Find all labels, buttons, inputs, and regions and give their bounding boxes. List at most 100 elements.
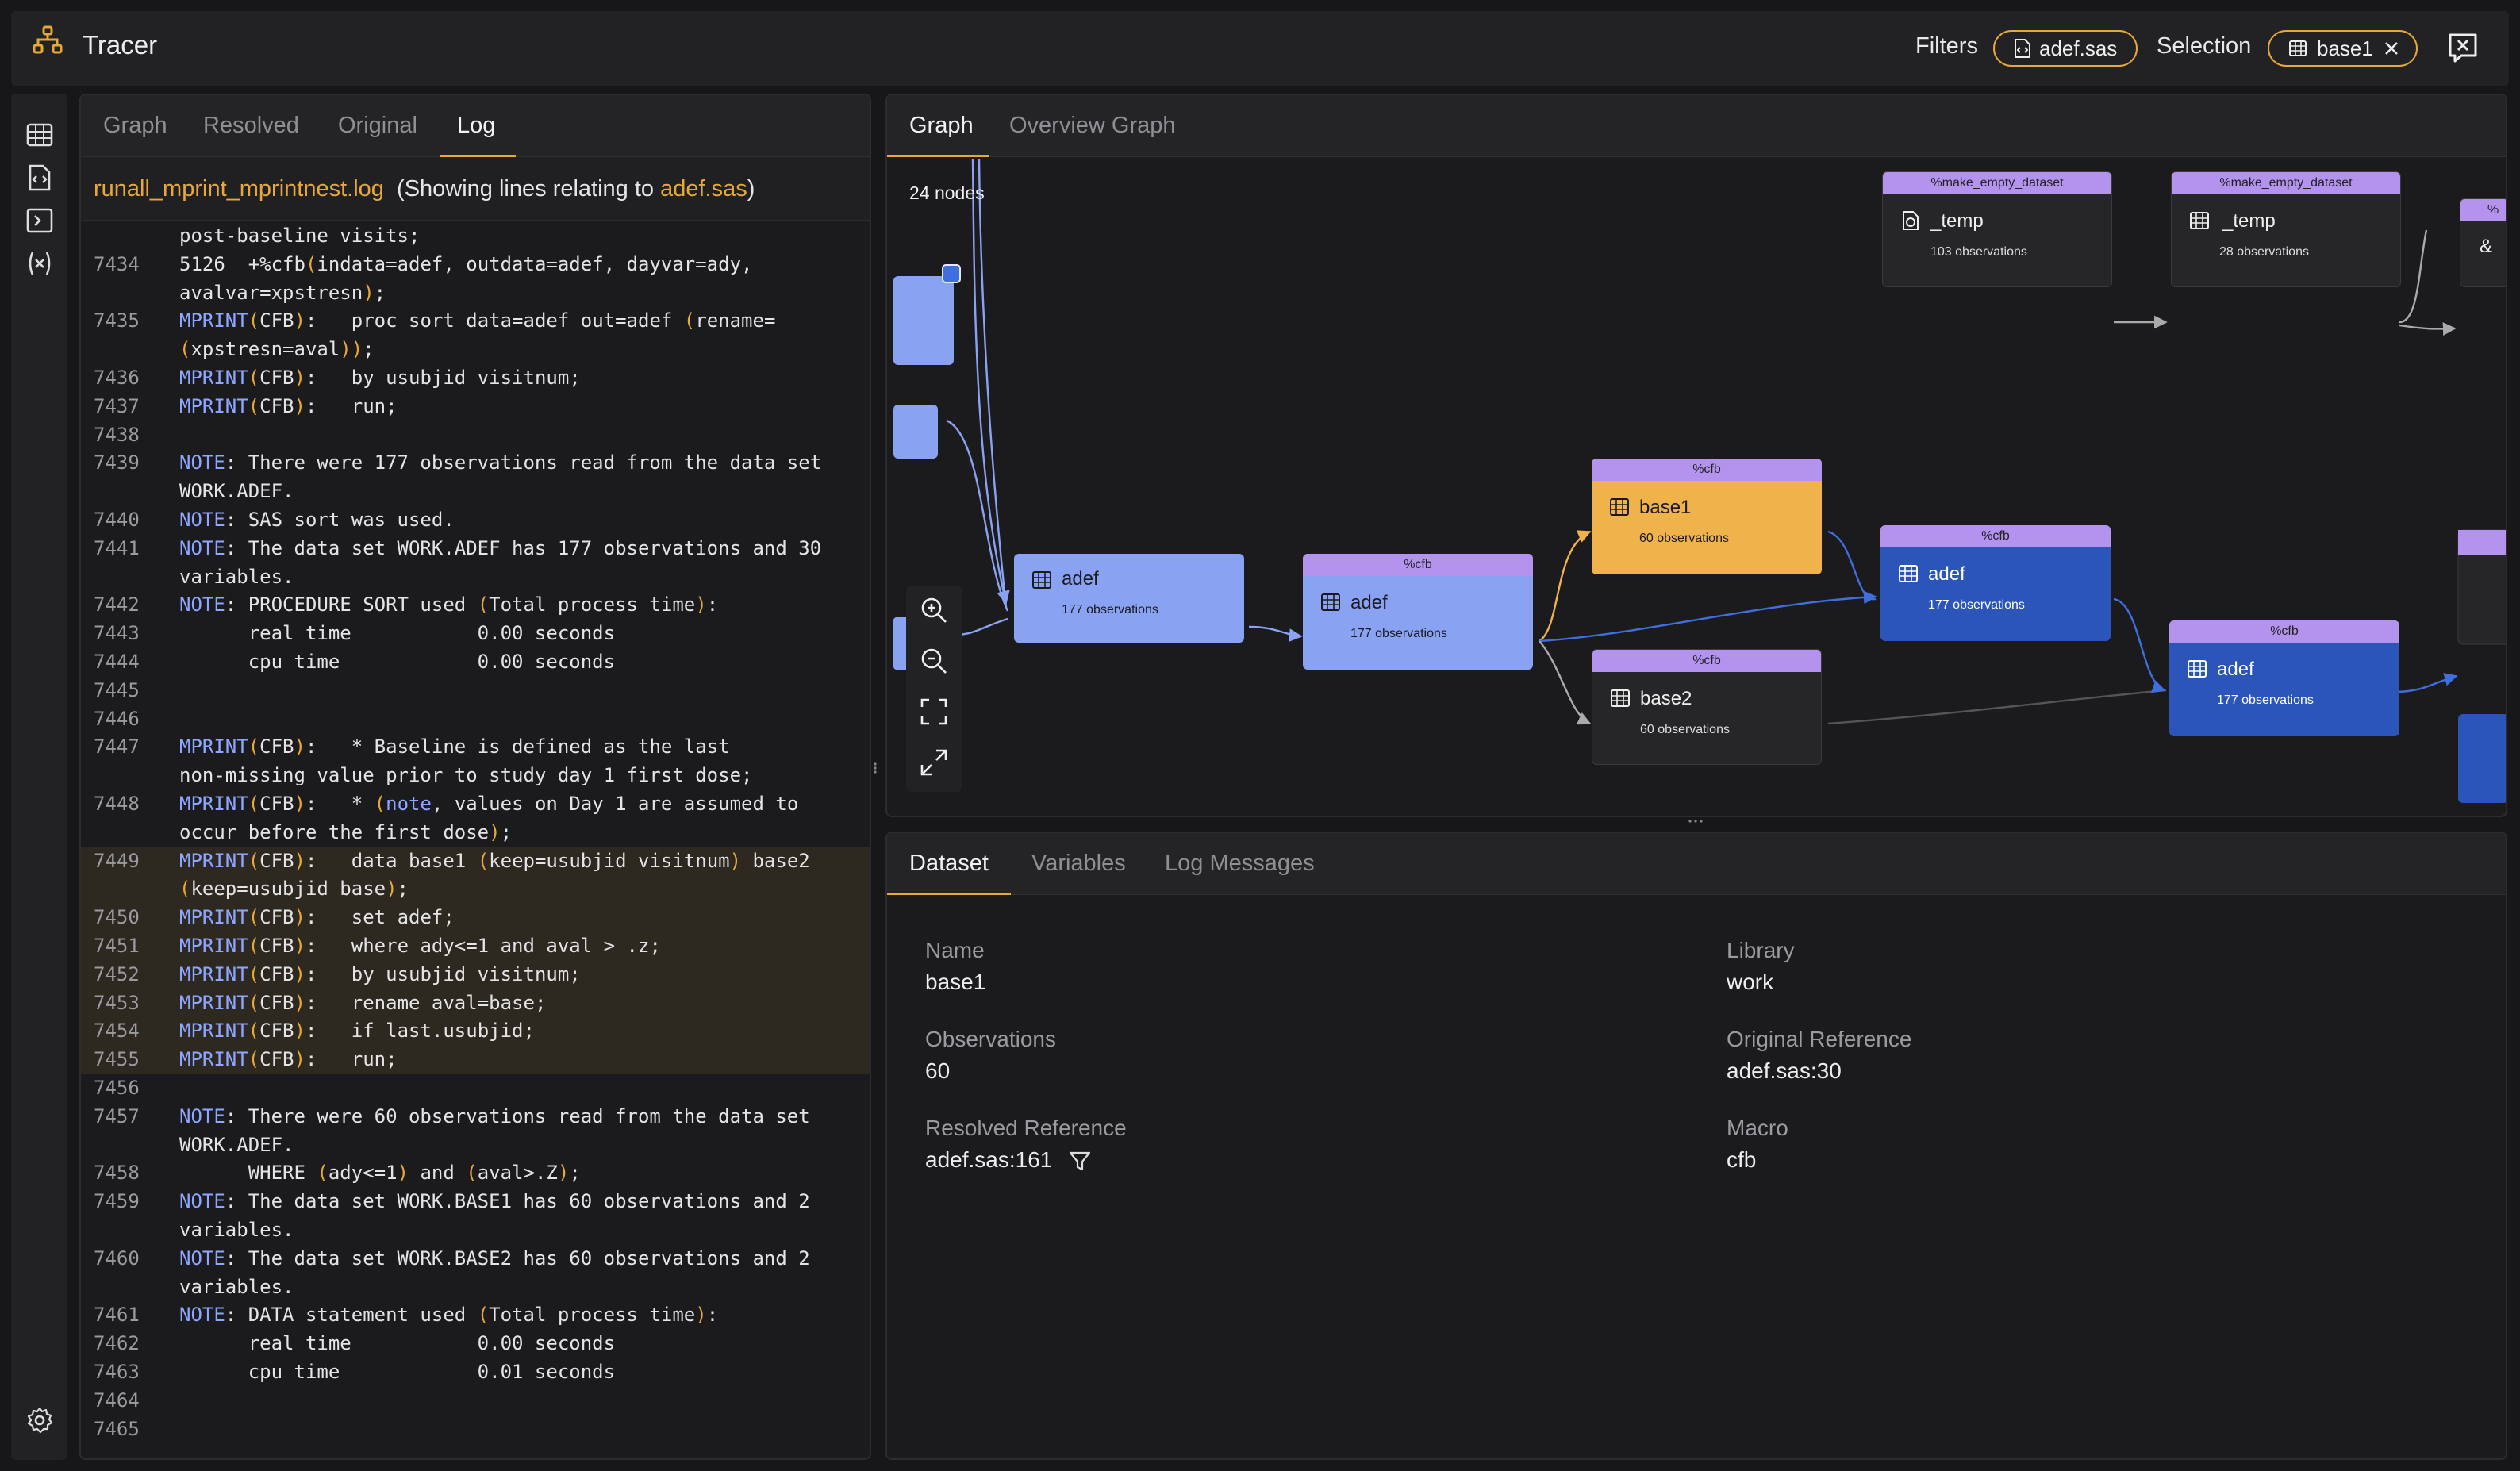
panel-splitter[interactable]: [873, 762, 878, 774]
expand-icon[interactable]: [919, 747, 949, 778]
log-line-number: 7453: [94, 991, 140, 1014]
tab-overview-graph[interactable]: Overview Graph: [1009, 113, 1176, 138]
log-line-number: 7436: [94, 367, 140, 389]
log-line: 7458 WHERE (ady<=1) and (aval>.Z);: [81, 1159, 866, 1188]
active-tab-indicator: [887, 893, 1011, 895]
node-name: &: [2480, 236, 2493, 257]
log-line-text: post-baseline visits;: [179, 225, 421, 247]
top-bar: [11, 11, 2509, 86]
graph-node-partial[interactable]: [2458, 714, 2507, 803]
field-value-library: work: [1727, 970, 1774, 994]
fit-view-icon[interactable]: [919, 697, 949, 727]
graph-canvas[interactable]: [887, 159, 2507, 817]
log-line-number: 7443: [94, 622, 140, 645]
node-name: adef: [1350, 592, 1388, 613]
edge: [2399, 322, 2457, 336]
graph-node-adef-source[interactable]: adef 177 observations: [1014, 554, 1244, 643]
log-line-number: 7450: [94, 906, 140, 929]
graph-node-checkbox[interactable]: [942, 264, 961, 283]
log-line-text: NOTE: There were 177 observations read f…: [179, 451, 822, 474]
close-panel-icon[interactable]: [2445, 30, 2480, 65]
node-macro-label: %: [2460, 199, 2506, 221]
graph-node-partial[interactable]: [893, 276, 954, 365]
tab-original[interactable]: Original: [338, 113, 417, 138]
node-observations: 28 observations: [2219, 245, 2309, 259]
field-value-original-reference[interactable]: adef.sas:30: [1727, 1058, 1842, 1083]
tab-log-messages[interactable]: Log Messages: [1165, 851, 1315, 876]
variable-icon[interactable]: [25, 249, 54, 278]
log-line-text: variables.: [179, 1275, 294, 1298]
log-line-text: NOTE: The data set WORK.BASE1 has 60 obs…: [179, 1190, 810, 1213]
selection-chip[interactable]: base1: [2268, 30, 2418, 67]
log-line-number: 7457: [94, 1104, 140, 1127]
tab-resolved[interactable]: Resolved: [203, 113, 299, 138]
node-name: base2: [1640, 688, 1692, 709]
filter-chip[interactable]: adef.sas: [1993, 30, 2138, 67]
gear-icon[interactable]: [25, 1406, 54, 1435]
field-label-observations: Observations: [925, 1027, 1056, 1051]
log-file-link[interactable]: runall_mprint_mprintnest.log: [94, 176, 384, 202]
log-line-number: 7438: [94, 423, 140, 446]
zoom-in-icon[interactable]: [919, 595, 949, 625]
log-highlight-band: [81, 847, 870, 1074]
node-macro-label: %make_empty_dataset: [1883, 172, 2111, 194]
log-line-number: 7446: [94, 707, 140, 730]
filter-icon[interactable]: [1068, 1150, 1092, 1173]
details-panel: Dataset Variables Log Messages Name base…: [885, 832, 2507, 1460]
node-observations: 103 observations: [1930, 245, 2027, 259]
field-label-original-reference: Original Reference: [1727, 1027, 1912, 1051]
terminal-icon[interactable]: [25, 206, 54, 235]
log-line-number: 7435: [94, 309, 140, 332]
tab-log[interactable]: Log: [457, 113, 496, 138]
log-line-text: (xpstresn=aval));: [179, 338, 375, 361]
log-line: 7446: [81, 705, 866, 734]
zoom-out-icon[interactable]: [919, 646, 949, 676]
tab-dataset[interactable]: Dataset: [909, 851, 989, 876]
clear-selection-icon[interactable]: [2383, 40, 2400, 57]
log-line-text: (keep=usubjid base);: [179, 878, 409, 901]
node-observations: 177 observations: [1062, 603, 1158, 616]
tab-graph[interactable]: Graph: [909, 113, 974, 138]
graph-node-base2[interactable]: %cfb base2 60 observations: [1592, 649, 1822, 765]
graph-node-temp-28[interactable]: %make_empty_dataset _temp 28 observation…: [2171, 171, 2401, 287]
log-line: variables.: [81, 1216, 866, 1245]
filters-label: Filters: [1915, 33, 1978, 59]
tab-graph[interactable]: Graph: [103, 113, 167, 138]
graph-node-adef-cfb-1[interactable]: %cfb adef 177 observations: [1303, 554, 1533, 670]
log-line-number: 7442: [94, 593, 140, 616]
graph-node-partial-right[interactable]: % &: [2460, 198, 2506, 287]
field-label-resolved-reference: Resolved Reference: [925, 1116, 1127, 1140]
graph-node-adef-cfb-2[interactable]: %cfb adef 177 observations: [1880, 525, 2111, 641]
table-icon[interactable]: [25, 121, 54, 149]
app-title: Tracer: [83, 30, 158, 60]
graph-node-adef-cfb-3[interactable]: %cfb adef 177 observations: [2169, 620, 2399, 736]
resolved-reference-link[interactable]: adef.sas:161: [925, 1147, 1053, 1172]
tab-variables[interactable]: Variables: [1031, 851, 1126, 876]
graph-node-temp-103[interactable]: %make_empty_dataset _temp 103 observatio…: [1882, 171, 2112, 287]
node-name: base1: [1639, 497, 1692, 518]
log-line-number: 7448: [94, 793, 140, 815]
log-line-number: 7461: [94, 1304, 140, 1327]
graph-node-partial[interactable]: [893, 405, 938, 459]
log-line-number: 7451: [94, 935, 140, 957]
log-line: 7465: [81, 1415, 866, 1444]
log-line-text: MPRINT(CFB): * Baseline is defined as th…: [179, 736, 730, 759]
code-file-icon[interactable]: [25, 163, 54, 192]
log-filter-file[interactable]: adef.sas: [660, 176, 747, 202]
log-header: runall_mprint_mprintnest.log (Showing li…: [81, 157, 870, 221]
log-line-number: 7465: [94, 1417, 140, 1440]
log-line-number: 7456: [94, 1077, 140, 1099]
field-label-macro: Macro: [1727, 1116, 1788, 1140]
panel-splitter[interactable]: [1687, 817, 1704, 825]
graph-node-base1-selected[interactable]: %cfb base1 60 observations: [1592, 459, 1822, 574]
log-line-text: occur before the first dose);: [179, 820, 513, 843]
field-value-name: base1: [925, 970, 986, 994]
